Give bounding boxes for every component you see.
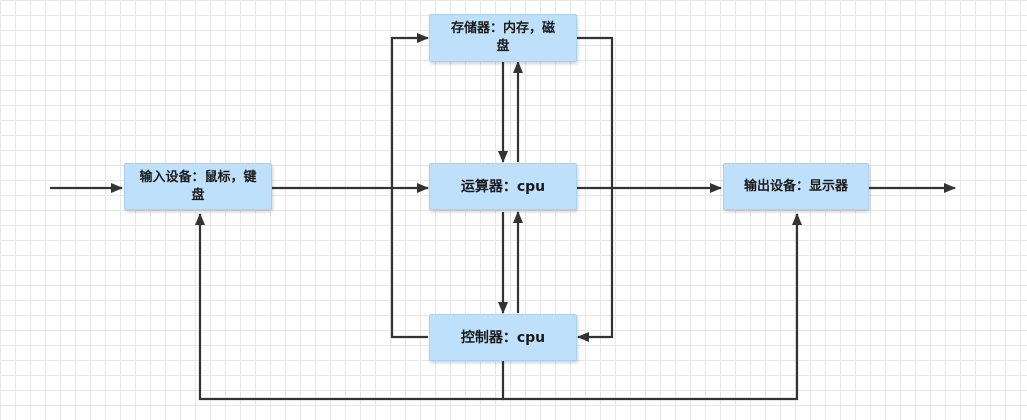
output-device-node: 输出设备：显示器 xyxy=(723,163,869,210)
arrow-control-to-memory xyxy=(390,33,429,339)
alu-node: 运算器：cpu xyxy=(429,163,577,210)
arrow-control-to-output xyxy=(503,213,802,401)
memory-node: 存储器：内存，磁盘 xyxy=(429,14,577,62)
input-device-node: 输入设备：鼠标，键盘 xyxy=(124,163,272,210)
arrow-memory-to-control xyxy=(577,36,614,342)
control-node: 控制器：cpu xyxy=(429,314,577,361)
arrow-control-to-input xyxy=(195,213,505,401)
